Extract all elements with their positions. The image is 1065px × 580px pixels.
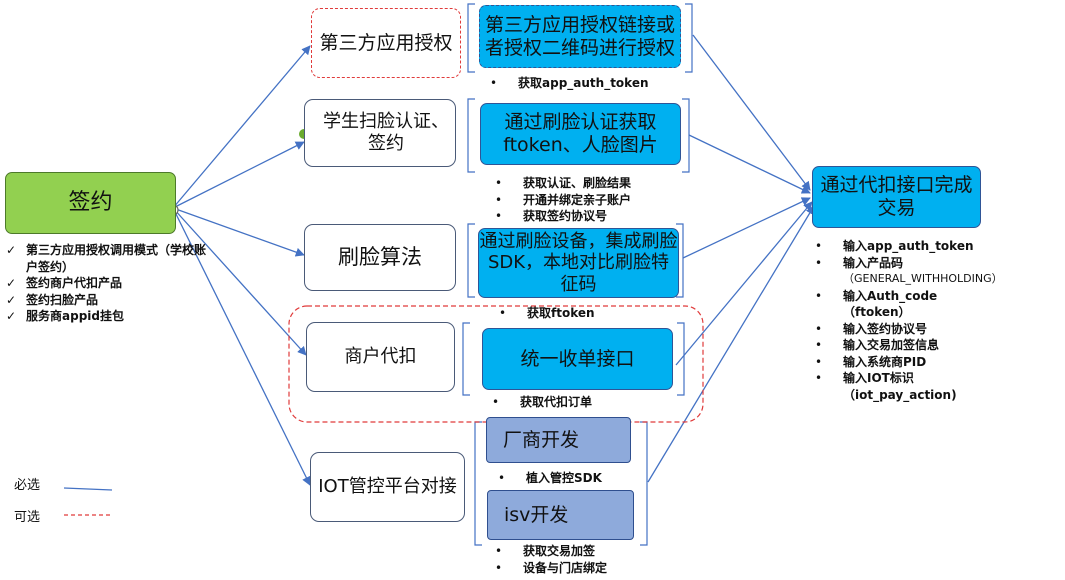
detail-label: 统一收单接口 — [520, 347, 635, 370]
arrow-face-to-target — [688, 134, 811, 194]
detail-auth-link[interactable]: 第三方应用授权链接或者授权二维码进行授权 — [479, 5, 681, 68]
list-item: （iot_pay_action) — [843, 387, 957, 402]
vendor-notes: 植入管控SDK — [496, 470, 696, 487]
list-item: 获取代扣订单 — [490, 394, 690, 411]
list-item: 获取认证、刷脸结果 — [493, 175, 693, 192]
step-third-party-auth[interactable]: 第三方应用授权 — [311, 8, 461, 78]
root-node[interactable]: 签约 — [5, 172, 176, 234]
list-item: 获取app_auth_token — [488, 75, 688, 92]
arrow-root-to-withhold — [172, 207, 307, 356]
auth-notes: 获取app_auth_token — [488, 75, 688, 92]
arrow-root-to-algorithm — [172, 207, 305, 257]
detail-vendor-dev[interactable]: 厂商开发 — [486, 417, 631, 463]
list-item: 输入系统商PID — [813, 354, 998, 371]
optional-group-outline — [288, 305, 704, 423]
step-merchant-withhold[interactable]: 商户代扣 — [306, 322, 455, 392]
arrow-algorithm-to-target — [682, 197, 811, 259]
withhold-notes: 获取代扣订单 — [490, 394, 690, 411]
list-item: 签约商户代扣产品 — [6, 275, 206, 292]
list-item: 输入签约协议号 — [813, 321, 998, 338]
detail-face-ftoken[interactable]: 通过刷脸认证获取ftoken、人脸图片 — [480, 103, 681, 165]
arrow-root-to-auth — [172, 45, 311, 209]
step-iot-platform[interactable]: IOT管控平台对接 — [310, 452, 465, 522]
arrow-auth-to-target — [692, 34, 811, 191]
algorithm-notes: 获取ftoken — [497, 305, 697, 322]
step-label: 刷脸算法 — [338, 244, 422, 269]
detail-unified-order[interactable]: 统一收单接口 — [482, 328, 673, 390]
list-item: 输入app_auth_token — [813, 238, 998, 255]
list-item: 签约扫脸产品 — [6, 292, 206, 309]
detail-isv-dev[interactable]: isv开发 — [487, 490, 634, 540]
list-item: 获取ftoken — [497, 305, 697, 322]
arrow-root-to-face-sign — [172, 141, 305, 209]
legend-optional-label: 可选 — [14, 510, 41, 525]
step-label: 学生扫脸认证、签约 — [323, 111, 449, 154]
step-label: 商户代扣 — [344, 346, 417, 368]
detail-label: 厂商开发 — [503, 428, 580, 451]
bracket-face — [467, 98, 690, 173]
arrow-withhold-to-target — [675, 201, 813, 366]
detail-label: 第三方应用授权链接或者授权二维码进行授权 — [484, 13, 675, 59]
root-label: 签约 — [68, 189, 113, 215]
step-label: IOT管控平台对接 — [318, 476, 457, 498]
detail-label: 通过刷脸认证获取ftoken、人脸图片 — [503, 111, 658, 156]
step-face-algorithm[interactable]: 刷脸算法 — [304, 224, 456, 291]
legend-solid-line — [63, 487, 113, 491]
detail-face-device[interactable]: 通过刷脸设备，集成刷脸SDK，本地对比刷脸特征码 — [478, 228, 679, 298]
detail-label: 通过刷脸设备，集成刷脸SDK，本地对比刷脸特征码 — [479, 230, 678, 295]
step-face-sign[interactable]: 学生扫脸认证、签约 — [304, 99, 456, 167]
list-item: （GENERAL_WITHHOLDING） — [843, 272, 1003, 285]
list-item: 获取签约协议号 — [493, 208, 693, 225]
arrow-iot-to-target — [647, 205, 815, 483]
detail-label: isv开发 — [504, 503, 569, 526]
bracket-auth — [467, 3, 693, 73]
list-item: 输入Auth_code — [813, 288, 998, 305]
list-item: 植入管控SDK — [496, 470, 696, 487]
list-item: 输入产品码 — [813, 255, 998, 272]
isv-notes: 获取交易加签 设备与门店绑定 — [493, 543, 693, 576]
list-item: 获取交易加签 — [493, 543, 693, 560]
target-notes: 输入app_auth_token 输入产品码 （GENERAL_WITHHOLD… — [813, 238, 1003, 403]
list-item: （ftoken） — [843, 305, 911, 319]
target-label: 通过代扣接口完成交易 — [820, 174, 973, 219]
list-item: 输入交易加签信息 — [813, 337, 998, 354]
list-item: 第三方应用授权调用模式（学校账户签约） — [6, 242, 206, 275]
root-notes: 第三方应用授权调用模式（学校账户签约） 签约商户代扣产品 签约扫脸产品 服务商a… — [6, 242, 206, 325]
step-label: 第三方应用授权 — [319, 31, 453, 54]
target-withhold-trade[interactable]: 通过代扣接口完成交易 — [812, 166, 981, 228]
list-item: 开通并绑定亲子账户 — [493, 192, 693, 209]
face-notes: 获取认证、刷脸结果 开通并绑定亲子账户 获取签约协议号 — [493, 175, 693, 225]
list-item: 输入IOT标识 — [813, 370, 998, 387]
legend-required-label: 必选 — [14, 478, 41, 493]
list-item: 服务商appid挂包 — [6, 308, 206, 325]
list-item: 设备与门店绑定 — [493, 560, 693, 577]
